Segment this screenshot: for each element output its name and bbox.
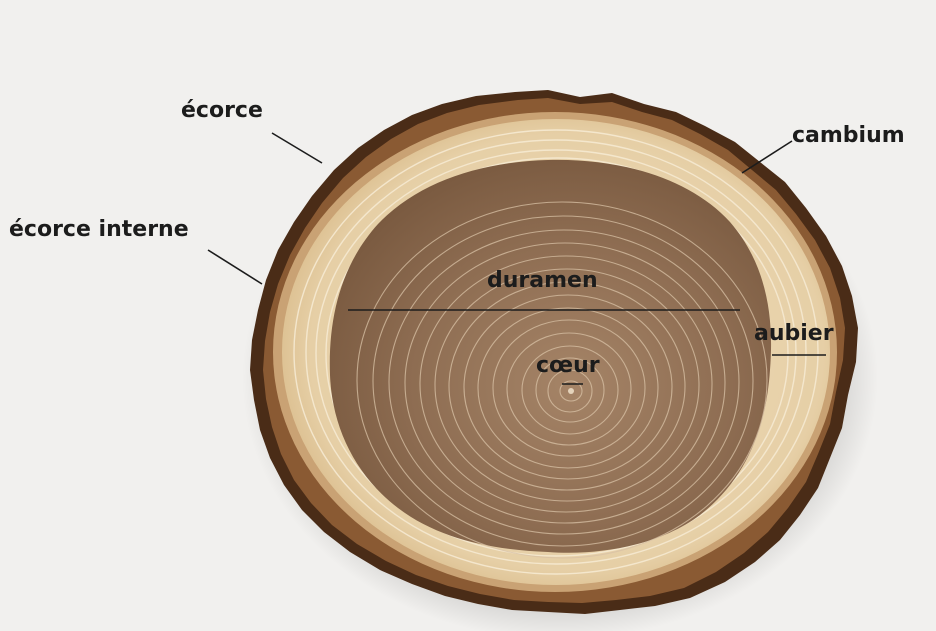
aubier-label: aubier [754, 321, 834, 346]
coeur-label: cœur [536, 353, 600, 378]
ecorce-interne-leader-line [208, 250, 262, 284]
ecorce-interne-label: écorce interne [9, 217, 189, 242]
ecorce-label: écorce [181, 98, 263, 123]
pith [568, 388, 574, 394]
ecorce-leader-line [272, 133, 322, 163]
duramen-label: duramen [487, 268, 598, 293]
cambium-label: cambium [792, 123, 905, 148]
